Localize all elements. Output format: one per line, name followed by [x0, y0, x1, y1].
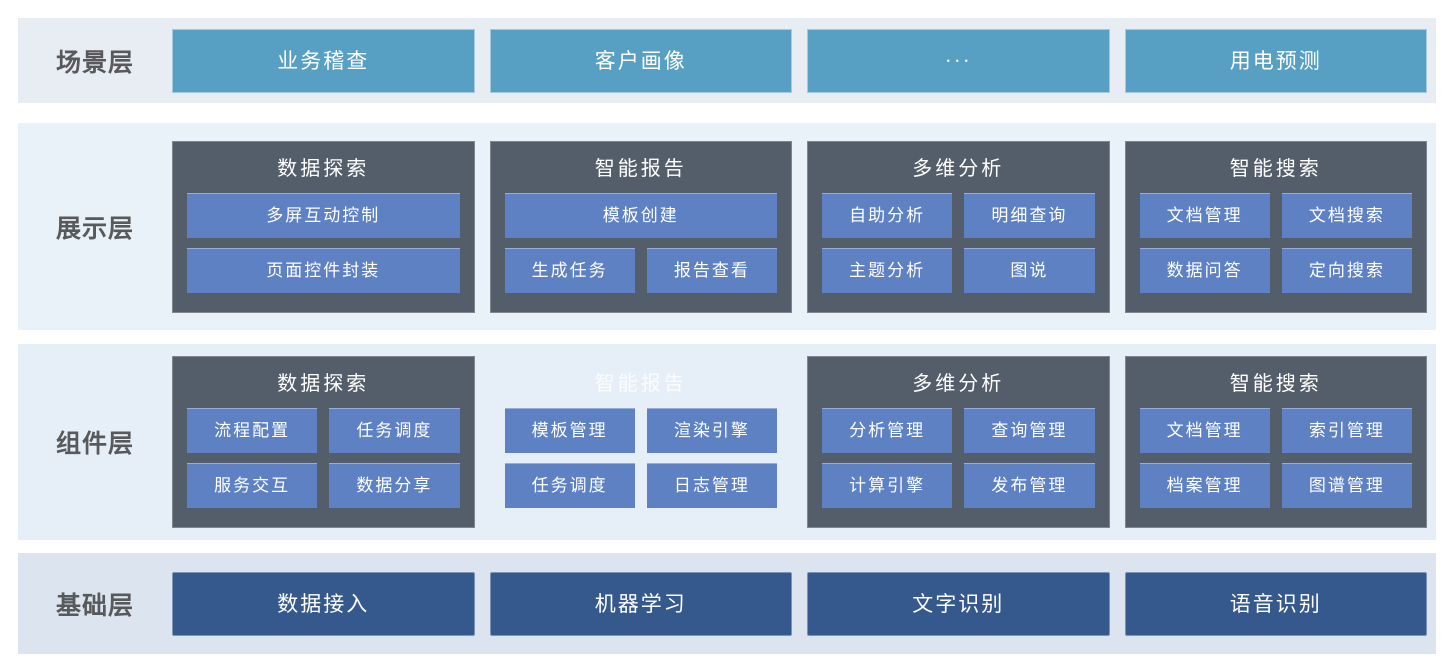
- panel-item: 日志管理: [646, 463, 777, 508]
- base-button-speech-recognition: 语音识别: [1124, 571, 1427, 636]
- base-button-data-access: 数据接入: [172, 571, 475, 636]
- panel-item: 计算引擎: [822, 463, 953, 508]
- panel-item: 定向搜索: [1281, 247, 1412, 293]
- panel-title: 数据探索: [277, 373, 370, 395]
- panel-component-multidim-analysis: 多维分析 分析管理 查询管理 计算引擎 发布管理: [807, 356, 1110, 528]
- panel-item: 任务调度: [504, 463, 635, 508]
- layer-band-component: 组件层 数据探索 流程配置 任务调度 服务交互 数据分享 智能报告 模板管理 渲…: [18, 344, 1436, 540]
- panel-item-grid: 多屏互动控制 页面控件封装: [187, 192, 460, 296]
- panel-display-smart-search: 智能搜索 文档管理 文档搜索 数据问答 定向搜索: [1124, 140, 1427, 313]
- panel-item-grid: 分析管理 查询管理 计算引擎 发布管理: [822, 408, 1095, 511]
- panel-item: 发布管理: [964, 463, 1095, 508]
- panel-item: 模板创建: [504, 192, 777, 238]
- panel-item: 服务交互: [187, 463, 318, 508]
- scenario-button-row: 业务稽查 客户画像 ··· 用电预测: [172, 28, 1427, 93]
- panel-item-grid: 模板创建 生成任务 报告查看: [504, 192, 777, 296]
- panel-item: 明细查询: [964, 192, 1095, 238]
- base-button-machine-learning: 机器学习: [489, 571, 792, 636]
- panel-item: 数据问答: [1139, 247, 1270, 293]
- layer-label-component: 组件层: [55, 430, 134, 458]
- panel-title: 智能报告: [594, 373, 687, 395]
- panel-item: 文档管理: [1139, 408, 1270, 453]
- panel-item: 渲染引擎: [646, 408, 777, 453]
- panel-item-grid: 文档管理 索引管理 档案管理 图谱管理: [1139, 408, 1412, 511]
- layer-label-scenario: 场景层: [55, 48, 134, 77]
- panel-item: 自助分析: [822, 192, 953, 238]
- panel-display-data-explore: 数据探索 多屏互动控制 页面控件封装: [172, 140, 475, 313]
- base-button-row: 数据接入 机器学习 文字识别 语音识别: [172, 571, 1427, 636]
- panel-item: 模板管理: [504, 408, 635, 453]
- panel-display-multidim-analysis: 多维分析 自助分析 明细查询 主题分析 图说: [807, 140, 1110, 313]
- panel-item: 图说: [964, 247, 1095, 293]
- layer-label-display: 展示层: [55, 214, 134, 243]
- panel-item-grid: 文档管理 文档搜索 数据问答 定向搜索: [1139, 192, 1412, 296]
- display-panel-row: 数据探索 多屏互动控制 页面控件封装 智能报告 模板创建 生成任务 报告查看 多…: [172, 140, 1427, 313]
- panel-item-grid: 自助分析 明细查询 主题分析 图说: [822, 192, 1095, 296]
- panel-item: 档案管理: [1139, 463, 1270, 508]
- panel-title: 多维分析: [912, 157, 1005, 180]
- panel-title: 多维分析: [912, 373, 1005, 395]
- panel-component-smart-report: 智能报告 模板管理 渲染引擎 任务调度 日志管理: [490, 356, 793, 528]
- panel-component-smart-search: 智能搜索 文档管理 索引管理 档案管理 图谱管理: [1124, 356, 1427, 528]
- component-panel-row: 数据探索 流程配置 任务调度 服务交互 数据分享 智能报告 模板管理 渲染引擎 …: [172, 356, 1427, 528]
- layer-band-scenario: 场景层 业务稽查 客户画像 ··· 用电预测: [18, 18, 1436, 103]
- panel-component-data-explore: 数据探索 流程配置 任务调度 服务交互 数据分享: [172, 356, 475, 528]
- panel-item: 数据分享: [329, 463, 460, 508]
- panel-title: 数据探索: [277, 157, 370, 180]
- scenario-button-more-ellipsis: ···: [807, 28, 1110, 93]
- panel-item: 任务调度: [329, 408, 460, 453]
- base-button-ocr: 文字识别: [807, 571, 1110, 636]
- panel-item: 流程配置: [187, 408, 318, 453]
- scenario-button-customer-profile: 客户画像: [489, 28, 792, 93]
- panel-title: 智能搜索: [1229, 157, 1322, 180]
- panel-item: 文档搜索: [1281, 192, 1412, 238]
- panel-display-smart-report: 智能报告 模板创建 生成任务 报告查看: [489, 140, 792, 313]
- panel-item: 图谱管理: [1281, 463, 1412, 508]
- panel-item: 页面控件封装: [187, 247, 460, 293]
- layer-label-base: 基础层: [55, 591, 134, 620]
- panel-item-grid: 流程配置 任务调度 服务交互 数据分享: [187, 408, 460, 511]
- panel-item: 多屏互动控制: [187, 192, 460, 238]
- panel-title: 智能搜索: [1229, 373, 1322, 395]
- panel-item: 主题分析: [822, 247, 953, 293]
- panel-item: 查询管理: [964, 408, 1095, 453]
- layer-band-base: 基础层 数据接入 机器学习 文字识别 语音识别: [18, 553, 1436, 654]
- panel-item: 索引管理: [1281, 408, 1412, 453]
- scenario-button-power-forecast: 用电预测: [1124, 28, 1427, 93]
- panel-item: 生成任务: [504, 247, 635, 293]
- panel-item-grid: 模板管理 渲染引擎 任务调度 日志管理: [504, 408, 777, 511]
- panel-title: 智能报告: [594, 157, 687, 180]
- panel-item: 分析管理: [822, 408, 953, 453]
- panel-item: 报告查看: [646, 247, 777, 293]
- panel-item: 文档管理: [1139, 192, 1270, 238]
- layer-band-display: 展示层 数据探索 多屏互动控制 页面控件封装 智能报告 模板创建 生成任务 报告…: [18, 123, 1436, 330]
- scenario-button-business-audit: 业务稽查: [172, 28, 475, 93]
